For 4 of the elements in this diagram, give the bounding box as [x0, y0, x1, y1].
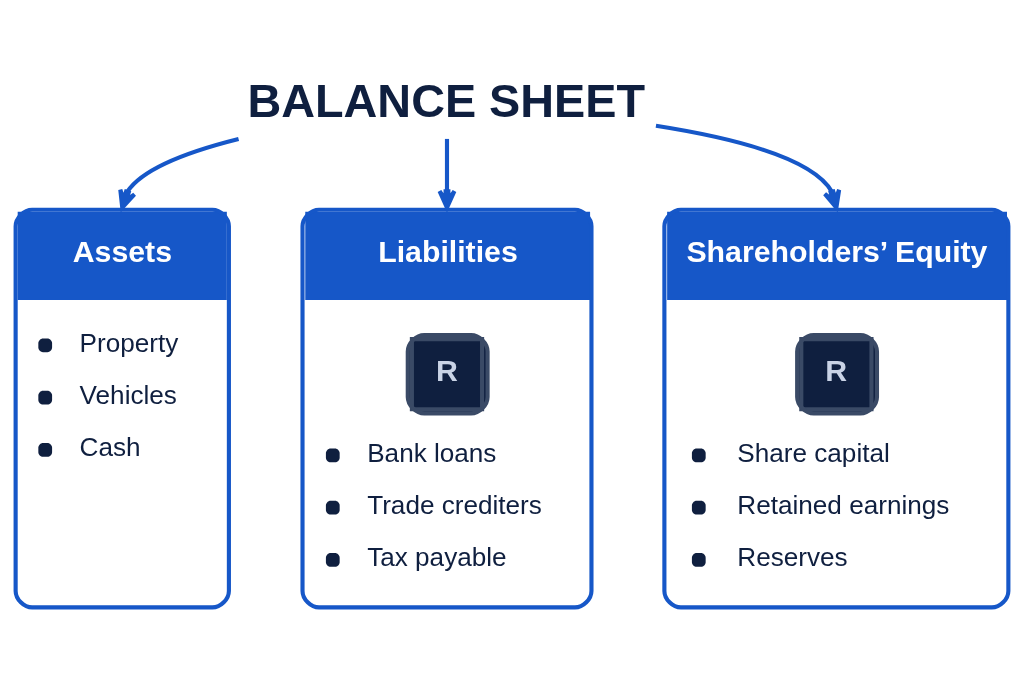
node-text: BALANCE SHEET — [247, 74, 646, 126]
arrow — [655, 123, 842, 210]
arrow — [437, 138, 457, 210]
arrow — [118, 136, 240, 210]
